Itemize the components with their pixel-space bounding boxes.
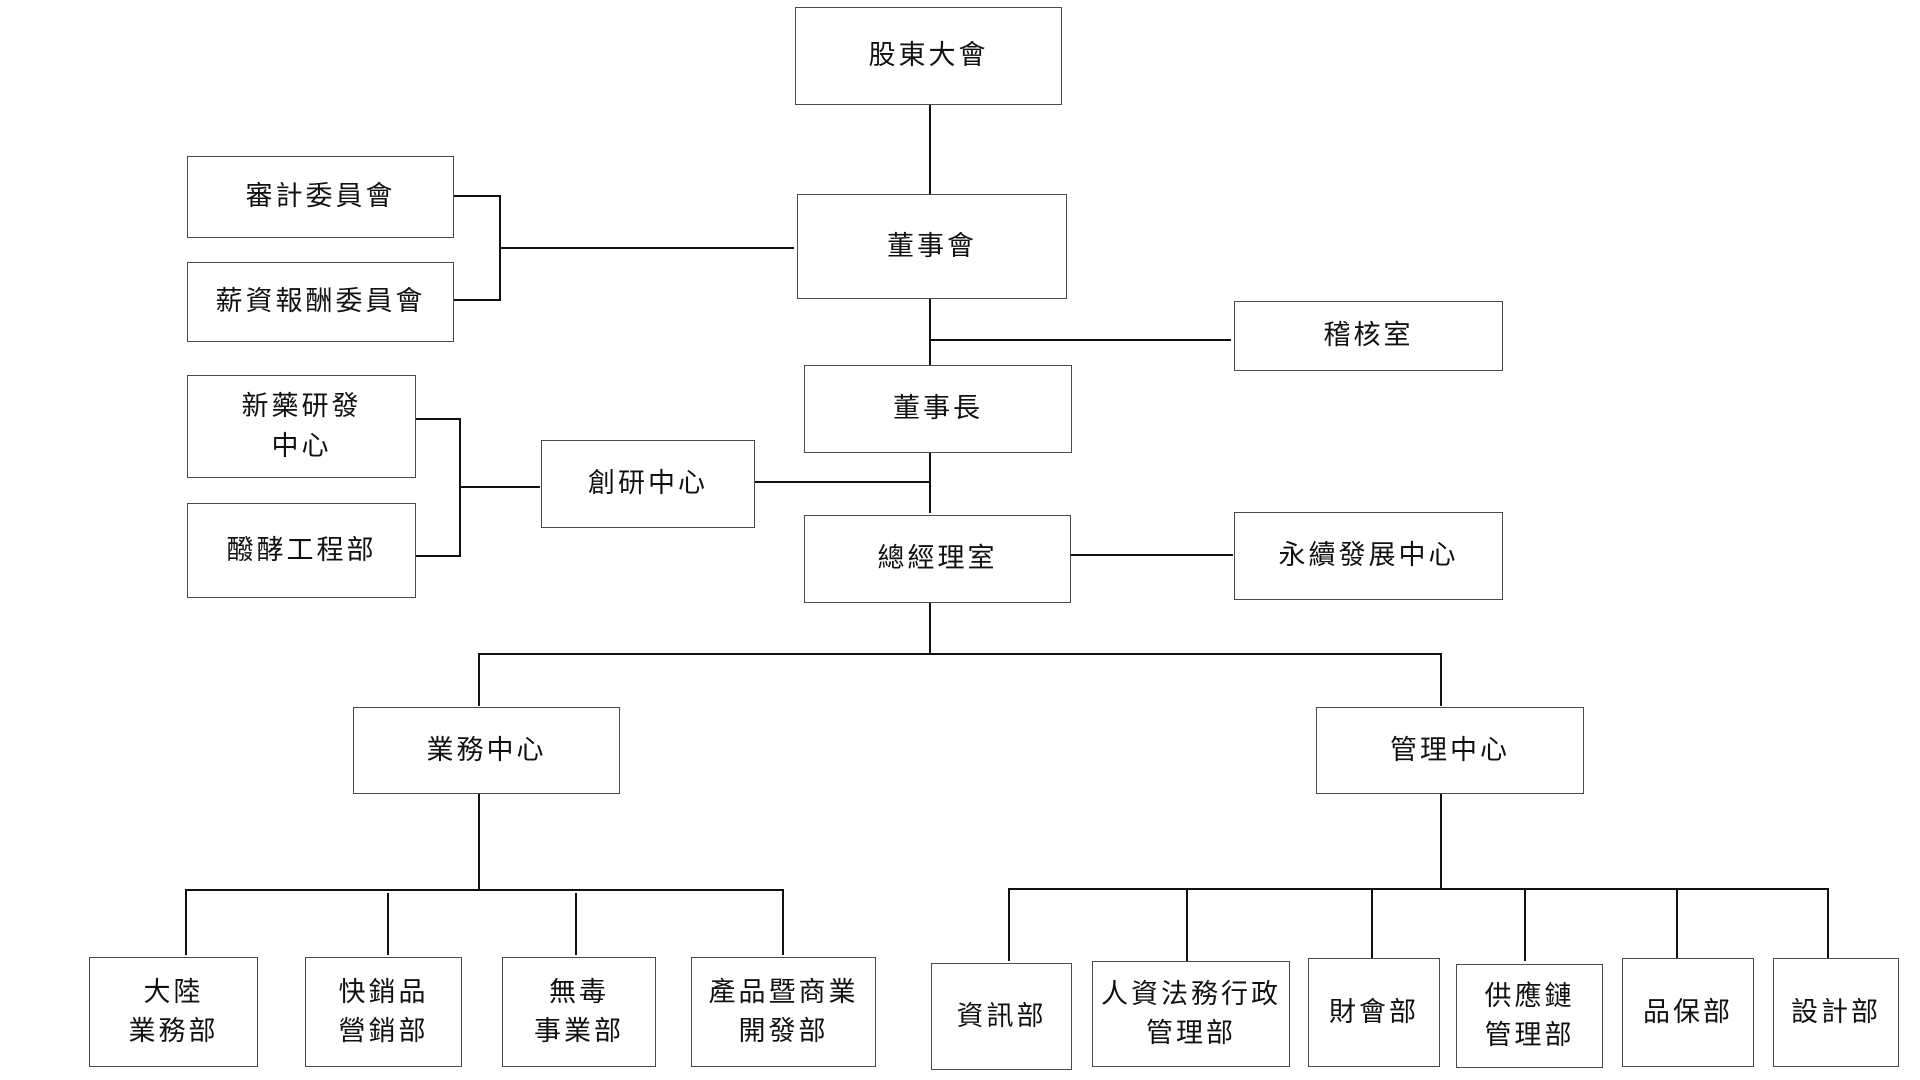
- node-label: 財會部: [1329, 996, 1419, 1028]
- connector-line: [929, 339, 1231, 341]
- connector-line: [185, 889, 187, 955]
- node-label: 董事會: [887, 230, 977, 262]
- node-label: 人資法務行政 管理部: [1101, 978, 1281, 1049]
- connector-line: [1676, 888, 1678, 958]
- connector-line: [413, 418, 461, 420]
- connector-line: [459, 486, 540, 488]
- node-label: 無毒 事業部: [534, 976, 624, 1047]
- node-label: 管理中心: [1390, 734, 1510, 766]
- node-internal-audit: 稽核室: [1234, 301, 1503, 371]
- node-label: 永續發展中心: [1278, 540, 1459, 572]
- node-label: 稽核室: [1323, 320, 1414, 352]
- node-nontoxic-business: 無毒 事業部: [502, 957, 656, 1067]
- node-it-dept: 資訊部: [931, 963, 1072, 1070]
- node-label: 股東大會: [868, 40, 989, 72]
- node-fermentation-dept: 醱酵工程部: [187, 503, 416, 598]
- node-label: 快銷品 營銷部: [338, 976, 429, 1047]
- connector-line: [1440, 791, 1442, 889]
- node-compensation-committee: 薪資報酬委員會: [187, 262, 454, 342]
- node-fmcg-marketing: 快銷品 營銷部: [305, 957, 462, 1067]
- node-hr-legal-admin: 人資法務行政 管理部: [1092, 961, 1290, 1067]
- node-gm-office: 總經理室: [804, 515, 1071, 603]
- node-label: 新藥研發 中心: [241, 391, 362, 462]
- node-management-center: 管理中心: [1316, 707, 1584, 794]
- node-supply-chain: 供應鏈 管理部: [1456, 964, 1603, 1068]
- connector-line: [1008, 888, 1829, 890]
- connector-line: [575, 893, 577, 955]
- node-business-center: 業務中心: [353, 707, 620, 794]
- node-label: 業務中心: [426, 734, 547, 766]
- node-quality-dept: 品保部: [1622, 958, 1754, 1067]
- node-china-business: 大陸 業務部: [89, 957, 258, 1067]
- node-label: 董事長: [893, 393, 983, 425]
- node-label: 大陸 業務部: [128, 976, 219, 1047]
- node-shareholders: 股東大會: [795, 7, 1062, 105]
- connector-line: [499, 247, 794, 249]
- connector-line: [782, 889, 784, 955]
- connector-line: [478, 653, 1442, 655]
- connector-line: [929, 451, 931, 513]
- node-new-drug-center: 新藥研發 中心: [187, 375, 416, 478]
- connector-line: [929, 599, 931, 654]
- node-audit-committee: 審計委員會: [187, 156, 454, 238]
- node-label: 醱酵工程部: [226, 534, 377, 566]
- connector-line: [413, 555, 461, 557]
- connector-line: [1440, 653, 1442, 706]
- node-chairman: 董事長: [804, 365, 1072, 453]
- node-label: 品保部: [1643, 996, 1733, 1028]
- node-label: 供應鏈 管理部: [1484, 980, 1575, 1051]
- connector-line: [1066, 554, 1233, 556]
- connector-line: [453, 195, 501, 197]
- node-label: 創研中心: [588, 468, 708, 500]
- connector-line: [929, 298, 931, 366]
- connector-line: [453, 299, 501, 301]
- node-product-development: 產品暨商業 開發部: [691, 957, 876, 1067]
- connector-line: [387, 893, 389, 955]
- connector-line: [1524, 888, 1526, 961]
- node-label: 薪資報酬委員會: [215, 286, 426, 318]
- connector-line: [1008, 888, 1010, 961]
- node-sustainability-center: 永續發展中心: [1234, 512, 1503, 600]
- node-board: 董事會: [797, 194, 1067, 299]
- node-label: 產品暨商業 開發部: [708, 976, 859, 1047]
- node-label: 總經理室: [877, 543, 998, 575]
- connector-line: [1827, 888, 1829, 958]
- node-label: 設計部: [1791, 996, 1881, 1028]
- connector-line: [929, 104, 931, 196]
- connector-line: [185, 889, 784, 891]
- connector-line: [478, 791, 480, 890]
- connector-line: [478, 653, 480, 706]
- connector-line: [1371, 888, 1373, 958]
- node-finance-dept: 財會部: [1308, 958, 1440, 1067]
- node-innovation-center: 創研中心: [541, 440, 755, 528]
- node-label: 審計委員會: [245, 181, 396, 213]
- node-design-dept: 設計部: [1773, 958, 1899, 1067]
- connector-line: [1186, 888, 1188, 961]
- node-label: 資訊部: [956, 1000, 1047, 1032]
- connector-line: [754, 481, 930, 483]
